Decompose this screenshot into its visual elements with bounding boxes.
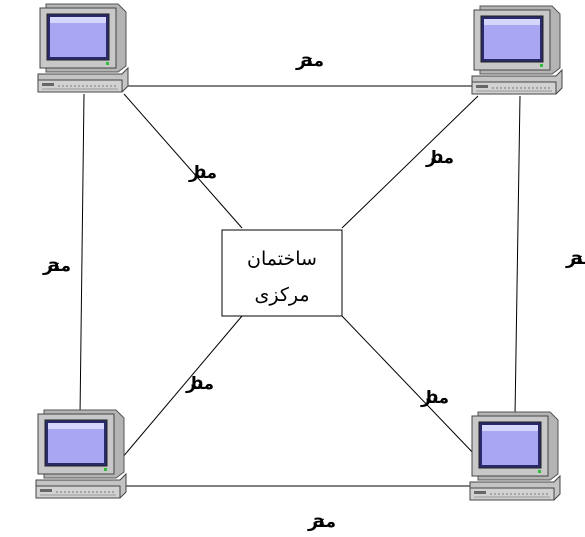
label-diag-tr-unit: متر (425, 148, 454, 168)
label-bottom-unit: متر (307, 512, 336, 532)
link-diag-tr (341, 95, 479, 229)
label-left-unit: متر (42, 256, 71, 276)
link-diag-br (341, 315, 477, 457)
link-diag-bl (121, 315, 243, 459)
link-right (514, 95, 521, 417)
label-top-unit: متر (295, 51, 324, 71)
label-right-var: a (571, 249, 582, 269)
label-left-var: a (48, 256, 59, 276)
computer-bottom-right-icon (469, 411, 561, 501)
label-diag-tl-var: b (194, 163, 206, 183)
computer-bottom-left-icon (35, 409, 127, 499)
label-diag-br-var: b (426, 388, 438, 408)
central-building-line2: مرکزی (254, 284, 309, 306)
label-diag-br-unit: متر (420, 388, 449, 408)
central-building-line1: ساختمان (247, 248, 317, 270)
central-building-box (221, 229, 343, 317)
label-diag-bl-var: b (191, 374, 203, 394)
computer-top-left-icon (37, 3, 129, 93)
label-diag-bl-unit: متر (185, 374, 214, 394)
label-diag-tr-var: b (431, 148, 443, 168)
link-diag-tl (123, 93, 243, 229)
label-diag-tl-unit: متر (188, 163, 217, 183)
label-right-unit: متر (565, 249, 585, 269)
label-top-var: a (301, 51, 312, 71)
link-left (79, 93, 85, 417)
label-bottom-var: a (313, 512, 324, 532)
computer-top-right-icon (471, 5, 563, 95)
